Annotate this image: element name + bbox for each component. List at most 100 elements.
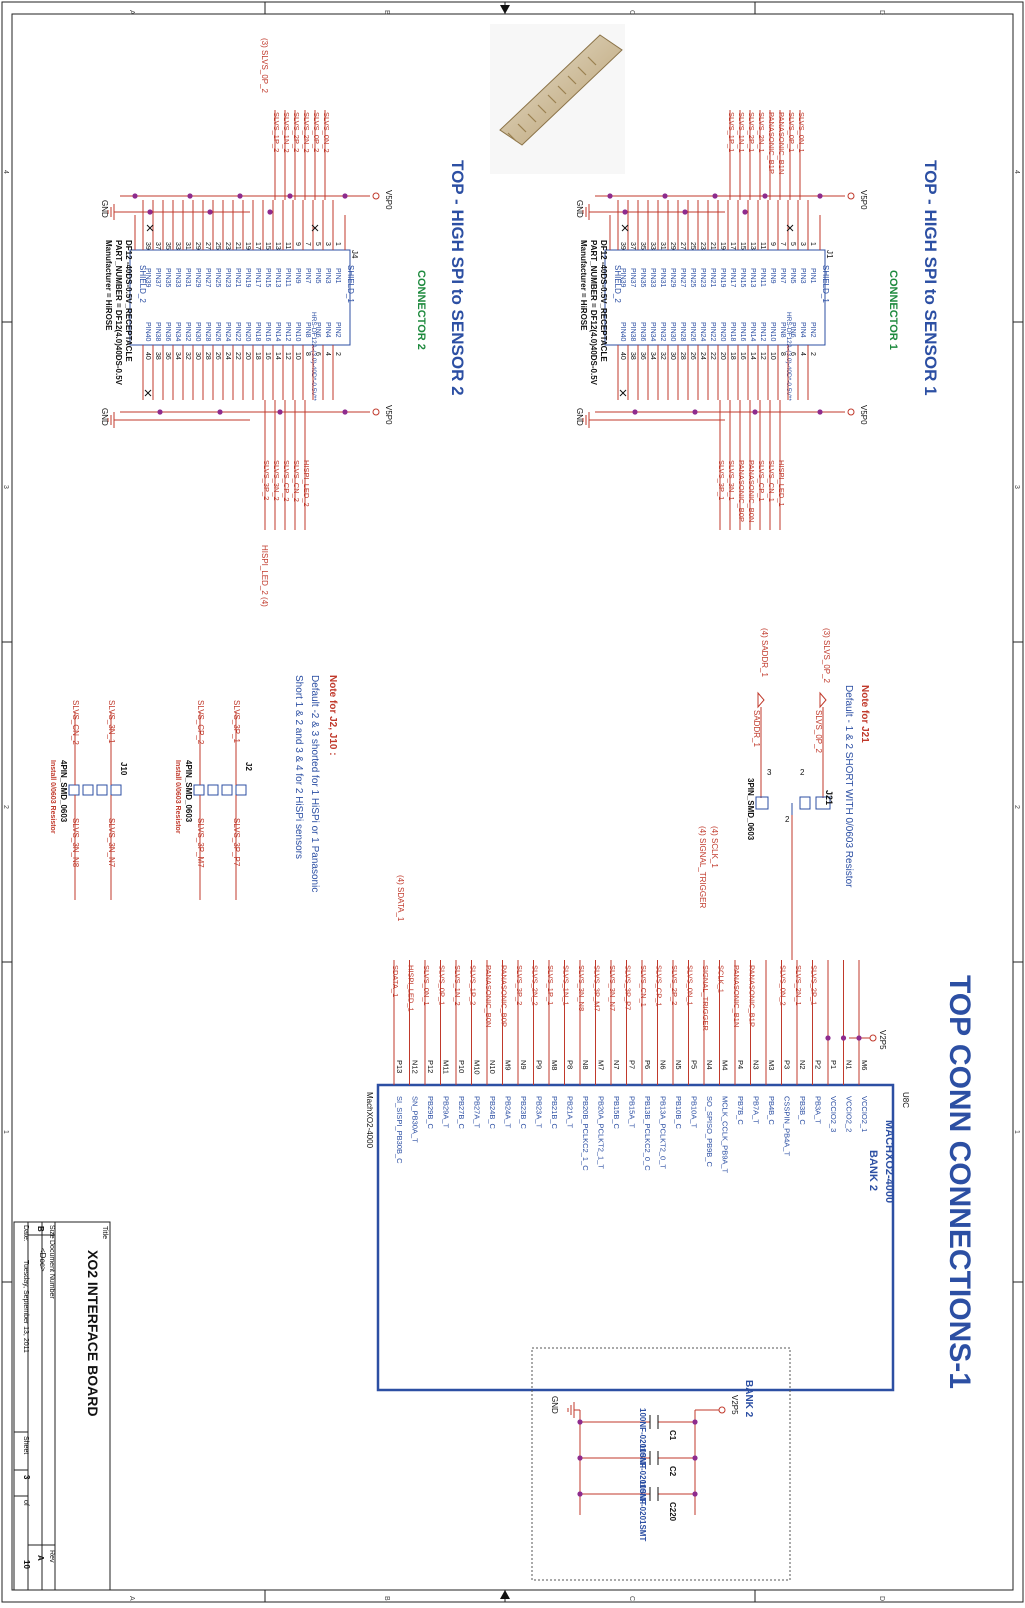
- conn2-pin-num-odd: 23: [224, 242, 231, 250]
- conn1-v5p0-bottom-label: V5P0: [859, 405, 868, 425]
- conn2-pin-num-odd: 11: [284, 242, 291, 249]
- tb-sheet: 3: [22, 1475, 31, 1480]
- conn2-v5p0-top-symbol: [372, 192, 380, 200]
- conn1-pin-num-even: 26: [689, 352, 696, 360]
- u8c-pin-fn: PB29A_T: [442, 1096, 451, 1129]
- u8c-pin-ball: M6: [860, 1060, 869, 1070]
- conn1-pin-odd-label: PIN37: [629, 268, 636, 288]
- conn1-shield1-label: SHIELD_1: [821, 265, 830, 303]
- u8c-pin-ball: M8: [550, 1060, 559, 1070]
- u8c-pin-net: PANASONIC_B1P: [748, 965, 757, 1027]
- row-marker-3-right: 3: [1013, 485, 1020, 489]
- conn2-junction-top-4: [132, 193, 138, 199]
- conn1-net-left: SLVS_2P_1: [747, 112, 756, 152]
- u8c-pin-net: HISPI_LED_1: [407, 965, 416, 1012]
- u8c-pin-fn: SO_SPISO_PB9B_C: [705, 1096, 714, 1167]
- conn1-pin-num-odd: 21: [709, 242, 716, 250]
- conn2-ref: J4: [350, 250, 359, 259]
- conn1-ref: J1: [825, 250, 834, 259]
- u8c-pin-net: PANASONIC_B0P: [500, 965, 509, 1027]
- tb-rev-label: Rev: [48, 1550, 55, 1563]
- conn2-pin-num-odd: 29: [194, 242, 201, 250]
- conn1-net-right: SLVS_CN_1: [767, 460, 776, 502]
- conn2-body: [129, 249, 351, 346]
- col-marker-b-bottom: B: [383, 1596, 390, 1601]
- u8c-pin-net: SLVS_CP_1: [655, 965, 664, 1007]
- u8c-offpage-sclk: (4) SCLK_1: [710, 826, 719, 868]
- conn1-pin-num-even: 24: [699, 352, 706, 360]
- u8c-pin-fn: PB13A_PCLKT2_0_T: [659, 1096, 668, 1169]
- top-center-arrow: [500, 5, 510, 14]
- conn2-pin-odd-label: PIN25: [214, 268, 221, 288]
- u8c-body: [376, 1083, 895, 1392]
- u8c-ref: U8C: [901, 1092, 910, 1108]
- u8c-pin-fn: PB23A_T: [535, 1096, 544, 1129]
- j10-pad: [68, 784, 80, 796]
- conn1-junction-gnd-2: [622, 209, 628, 215]
- conn2-pin-num-even: 36: [164, 352, 171, 360]
- conn1-pin-num-odd: 37: [629, 242, 636, 250]
- conn1-pin-even-label: PIN28: [679, 322, 686, 342]
- conn2-pin-num-even: 26: [214, 352, 221, 360]
- row-marker-4: 4: [2, 170, 9, 174]
- conn2-shield1-label: SHIELD_1: [346, 265, 355, 303]
- u8c-pin-ball: P8: [566, 1060, 575, 1069]
- conn2-v5p0-bottom-symbol: [372, 408, 380, 416]
- connector-1-title: TOP - HIGH SPI to SENSOR 1: [921, 160, 940, 396]
- u8c-offpage-trigger: (4) SIGNAL_TRIGGER: [698, 826, 707, 908]
- conn1-pin-even-label: PIN36: [639, 322, 646, 342]
- conn2-pin-num-even: 30: [194, 352, 201, 360]
- bank2-caps: BANK 2V2P5GNDC1100NF-0201SMTC2100NF-0201…: [531, 1347, 791, 1581]
- u8c-v2p5-label: V2P5: [878, 1030, 887, 1050]
- tb-rev: A: [36, 1555, 45, 1561]
- conn2-pin-even-label: PIN4: [324, 322, 331, 338]
- conn2-pin-num-even: 2: [334, 352, 341, 356]
- u8c-pin-ball: N3: [752, 1060, 761, 1070]
- conn1-pin-even-label: PIN32: [659, 322, 666, 342]
- u8c-pin-net: SLVS_CN_1: [639, 965, 648, 1007]
- u8c-pin-fn: PB3A_T: [814, 1096, 823, 1124]
- conn2-pin-odd-label: PIN21: [234, 268, 241, 288]
- u8c-pin-net: SLVS_3P_2: [515, 965, 524, 1005]
- conn1-pin-odd-label: PIN15: [739, 268, 746, 288]
- conn2-net-left: SLVS_1P_2: [272, 112, 281, 152]
- conn2-gnd-label-left: GND: [100, 200, 109, 218]
- conn1-pin-num-odd: 39: [619, 242, 626, 250]
- conn1-pin-num-even: 38: [629, 352, 636, 360]
- caps-gnd-label: GND: [550, 1396, 559, 1414]
- conn1-gnd-symbol-left: [582, 204, 595, 220]
- u8c-vcc-junction: [825, 1035, 831, 1041]
- u8c-pin-ball: N5: [674, 1060, 683, 1070]
- j21-net-top: SLVS_0P_2: [814, 710, 823, 754]
- caps-v2p5-label: V2P5: [730, 1395, 739, 1415]
- cap-ref: C220: [668, 1502, 677, 1522]
- u8c-pin-fn: PB27B_C: [457, 1096, 466, 1130]
- j2-ref: J2: [244, 762, 253, 771]
- col-marker-a: A: [128, 10, 135, 15]
- conn1-junction-bottom-1: [752, 409, 758, 415]
- conn1-pin-num-odd: 33: [649, 242, 656, 250]
- u8c-pin-net: SLVS_1N_1: [562, 965, 571, 1006]
- caps-title: BANK 2: [743, 1380, 754, 1418]
- conn1-pin-even-label: PIN8: [779, 322, 786, 338]
- conn1-nc2-b: [621, 224, 629, 232]
- conn1-pin-even-label: PIN18: [729, 322, 736, 342]
- conn2-pin-num-even: 14: [274, 352, 281, 360]
- conn1-pin-odd-label: PIN25: [689, 268, 696, 288]
- u8c-pin-ball: P9: [535, 1060, 544, 1069]
- u8c-pin-net: SLVS_2P_1: [810, 965, 819, 1005]
- conn1-junction-gnd-1: [682, 209, 688, 215]
- conn1-nc3-b: [619, 389, 627, 397]
- cap-junction-g: [577, 1491, 583, 1497]
- conn2-net-right: SLVS_3N_2: [272, 460, 281, 501]
- conn2-junction-top-0: [342, 193, 348, 199]
- u8c-pin-ball: P7: [628, 1060, 637, 1069]
- j2-pad: [207, 784, 219, 796]
- u8c-pin-ball: N8: [581, 1060, 590, 1070]
- conn2-pin-num-even: 28: [204, 352, 211, 360]
- conn2-pin-even-label: PIN40: [144, 322, 151, 342]
- conn1-junction-bottom-3: [632, 409, 638, 415]
- u8c-pin-ball: M4: [721, 1060, 730, 1070]
- conn1-junction-top-1: [762, 193, 768, 199]
